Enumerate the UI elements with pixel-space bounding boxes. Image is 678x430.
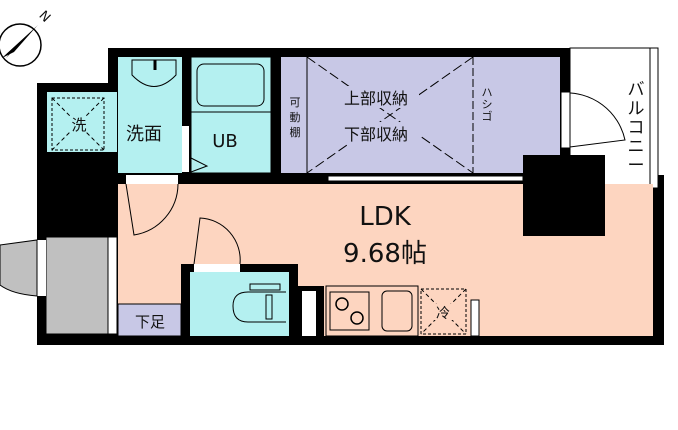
washer-space: [51, 97, 105, 151]
svg-text:ゴ: ゴ: [482, 109, 493, 123]
svg-text:シ: シ: [482, 98, 493, 111]
washroom-label: 洗面: [126, 124, 162, 145]
svg-text:可: 可: [290, 96, 301, 109]
fridge-space: [420, 288, 467, 335]
balcony-door-icon: [561, 92, 626, 149]
storage-area: [281, 57, 560, 173]
laundry-label: 洗: [71, 116, 86, 134]
ladder-label: ハ シ ゴ: [482, 86, 493, 123]
bath-area: [190, 56, 272, 174]
svg-text:コ: コ: [628, 118, 645, 138]
svg-text:棚: 棚: [290, 125, 301, 139]
entrance-area: [45, 236, 109, 335]
svg-text:バ: バ: [628, 80, 645, 100]
svg-text:ニ: ニ: [628, 137, 645, 157]
shelf-label: 可 動 棚: [290, 96, 301, 139]
toilet-icon: [232, 283, 286, 323]
lower-storage-label: 下部収納: [344, 125, 408, 144]
sink-icon: [131, 59, 177, 87]
fridge-label: 冷: [436, 306, 450, 322]
compass-icon: N: [0, 8, 53, 67]
balcony-label: バ ル コ ニ ー: [628, 80, 645, 176]
compass-label: N: [36, 8, 53, 25]
stove-icon: [329, 291, 370, 331]
svg-text:動: 動: [290, 110, 301, 124]
upper-storage-label: 上部収納: [344, 89, 408, 108]
washroom-door-icon: [125, 183, 179, 236]
pillar: [523, 155, 605, 236]
shoe-storage: [117, 303, 182, 337]
svg-text:ハ: ハ: [482, 86, 493, 99]
kitchen-counter: [325, 285, 419, 337]
bath-label: UB: [212, 131, 238, 152]
front-door-icon: [0, 239, 38, 297]
sink-icon: [381, 290, 413, 332]
shoe-label: 下足: [135, 313, 165, 331]
ldk-size: 9.68帖: [343, 239, 427, 269]
svg-text:ー: ー: [628, 156, 645, 176]
bathtub-icon: [196, 63, 265, 107]
ldk-label: LDK: [359, 202, 412, 232]
svg-text:ル: ル: [628, 99, 645, 119]
toilet-door-icon: [193, 217, 241, 265]
